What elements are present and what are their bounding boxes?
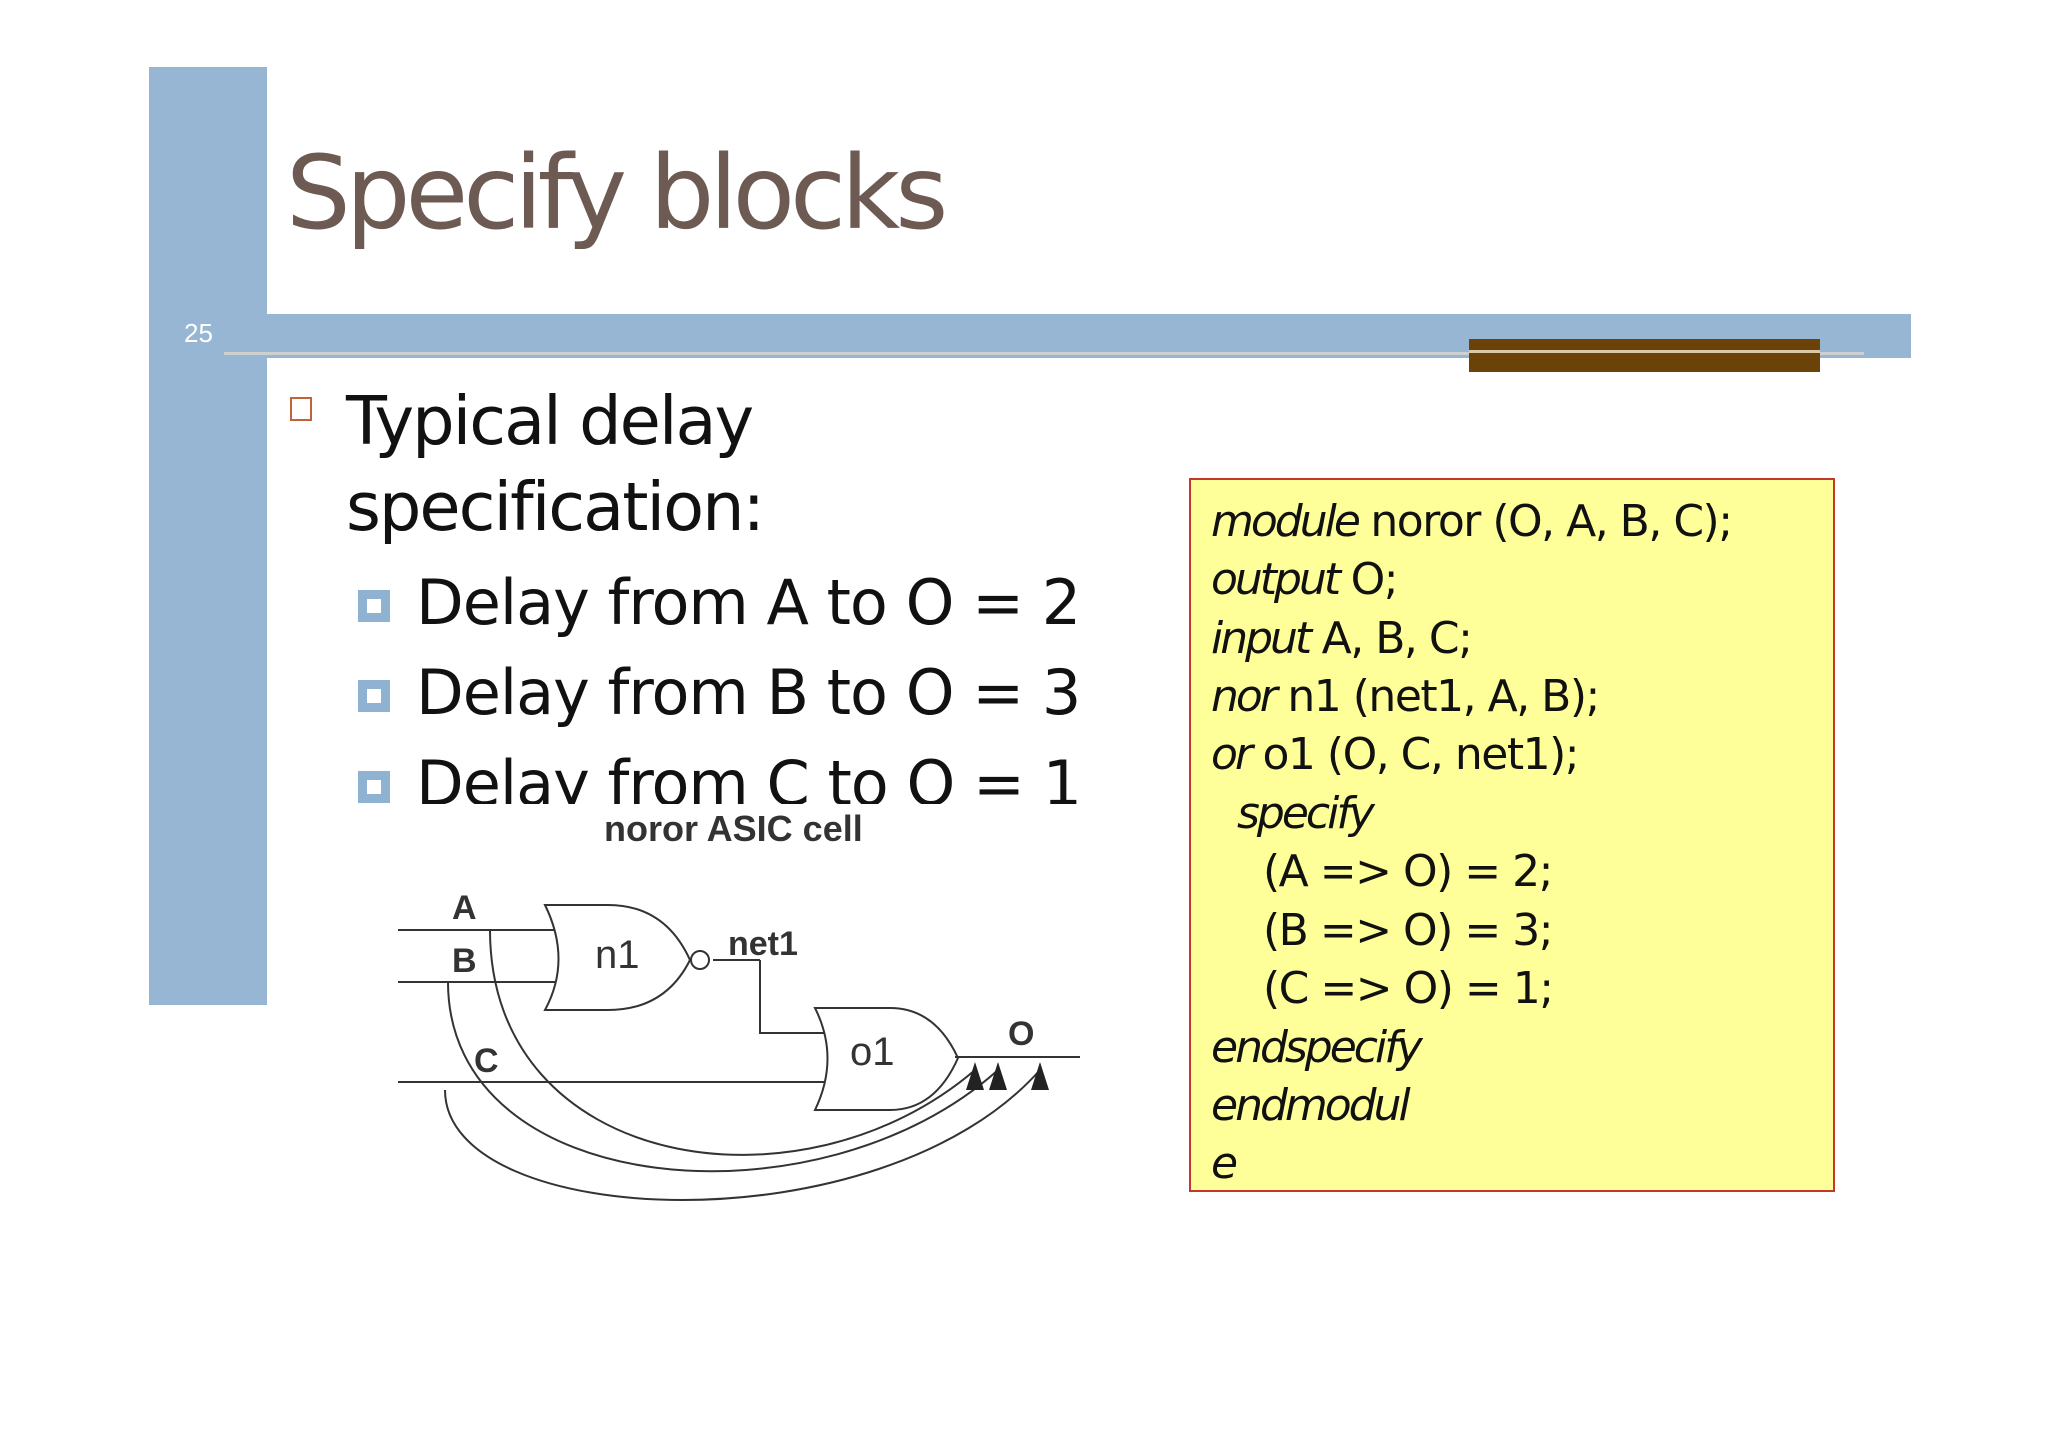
sub-bullet-item: Delay from B to O = 3 <box>416 656 1080 729</box>
gate-label-n1: n1 <box>595 933 640 977</box>
code-line: module noror (O, A, B, C); <box>1211 496 1733 547</box>
sub-bullet-list: Delay from A to O = 2 Delay from B to O … <box>340 560 1080 804</box>
slide-number: 25 <box>184 318 213 348</box>
divider-line <box>224 352 1864 355</box>
slide-title: Specify blocks <box>286 134 948 253</box>
circuit-title: noror ASIC cell <box>604 808 863 849</box>
arrowheads <box>966 1062 1049 1090</box>
brown-accent-bar <box>1469 339 1820 372</box>
code-line: (B => O) = 3; <box>1263 905 1554 956</box>
bullet-square-icon <box>290 397 312 421</box>
left-accent-bar <box>149 67 267 1005</box>
sub-bullet-item: Delay from A to O = 2 <box>416 566 1080 639</box>
code-line: (A => O) = 2; <box>1263 846 1553 897</box>
sub-bullet-square-icon <box>358 590 390 622</box>
arrowhead-icon <box>1031 1062 1049 1090</box>
or-gate-o1 <box>813 1007 960 1111</box>
gate-label-o1: o1 <box>850 1030 895 1074</box>
code-line: e <box>1211 1138 1238 1189</box>
arrowhead-icon <box>989 1062 1007 1090</box>
net-label: net1 <box>728 925 798 963</box>
sub-bullet-square-icon <box>358 771 390 803</box>
code-line: specify <box>1237 788 1375 839</box>
noror-circuit-diagram: A B C n1 net1 o1 O <box>398 889 1080 1201</box>
code-line: (C => O) = 1; <box>1263 963 1554 1014</box>
output-label-o: O <box>1008 1015 1034 1053</box>
inversion-bubble-icon <box>690 950 710 970</box>
input-label-a: A <box>452 889 477 927</box>
sub-bullet-square-icon <box>358 680 390 712</box>
brown-accent-line <box>1469 350 1820 353</box>
input-label-b: B <box>452 942 477 980</box>
bullet-main-text: Typical delay specification: <box>346 382 765 546</box>
input-label-c: C <box>474 1042 499 1080</box>
code-line: output O; <box>1211 554 1399 605</box>
circuit-wires <box>398 929 1080 1201</box>
code-line: nor n1 (net1, A, B); <box>1211 671 1600 722</box>
code-box: module noror (O, A, B, C); output O; inp… <box>1189 478 1835 1192</box>
sub-bullet-item: Delay from C to O = 1 <box>416 747 1080 805</box>
code-line: input A, B, C; <box>1211 613 1473 664</box>
nor-gate-n1 <box>543 904 692 1011</box>
code-line: endmodul <box>1211 1080 1411 1131</box>
arrowhead-icon <box>966 1062 984 1090</box>
code-line: or o1 (O, C, net1); <box>1211 729 1580 780</box>
code-line: endspecify <box>1211 1022 1423 1073</box>
